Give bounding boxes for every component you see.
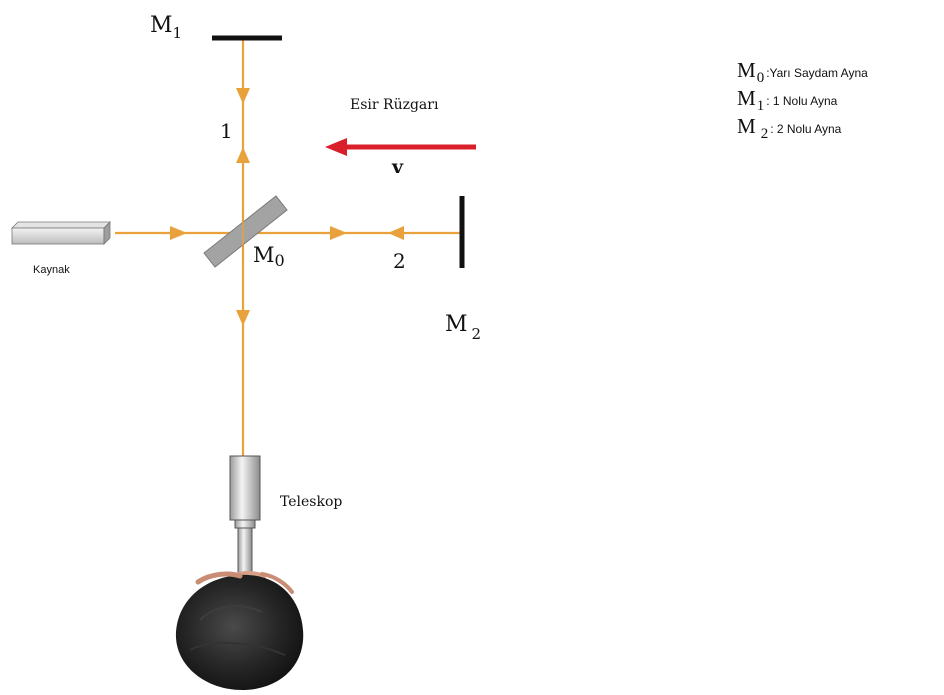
- arrow-right-from-source: [170, 226, 187, 240]
- m1-label: M1: [150, 13, 182, 42]
- arrow-up-lower: [236, 147, 250, 163]
- legend-description: : 2 Nolu Ayna: [770, 122, 842, 136]
- path-2-label: 2: [393, 249, 406, 273]
- velocity-label: v: [391, 156, 404, 178]
- legend-symbol: M: [737, 58, 756, 82]
- legend-subscript: 1: [756, 98, 765, 114]
- beam-arrows: [170, 88, 404, 326]
- legend-description: :Yarı Saydam Ayna: [766, 66, 868, 80]
- beam-splitter-m0: [203, 195, 288, 268]
- wind-arrow-head: [325, 138, 347, 156]
- light-source-box-icon: [11, 221, 111, 245]
- telescope-label: Teleskop: [280, 494, 342, 510]
- m0-label: M0: [253, 243, 285, 270]
- ether-wind-arrow: [325, 138, 476, 156]
- arrow-left-from-m2: [388, 226, 404, 240]
- ether-wind-label: Esir Rüzgarı: [350, 97, 439, 113]
- source-label: Kaynak: [33, 264, 70, 276]
- legend-subscript: 0: [756, 70, 765, 86]
- observer-head-icon: [175, 571, 304, 690]
- legend-symbol: M: [737, 114, 756, 138]
- arrow-down-to-telescope: [236, 310, 250, 326]
- legend-symbol: M: [737, 86, 756, 110]
- legend-subscript: 2: [760, 126, 769, 142]
- legend-description: : 1 Nolu Ayna: [766, 94, 838, 108]
- arrow-down-upper: [236, 88, 250, 104]
- telescope-tube-icon: [229, 455, 261, 577]
- arrow-right-to-m2: [330, 226, 347, 240]
- path-1-label: 1: [220, 119, 233, 143]
